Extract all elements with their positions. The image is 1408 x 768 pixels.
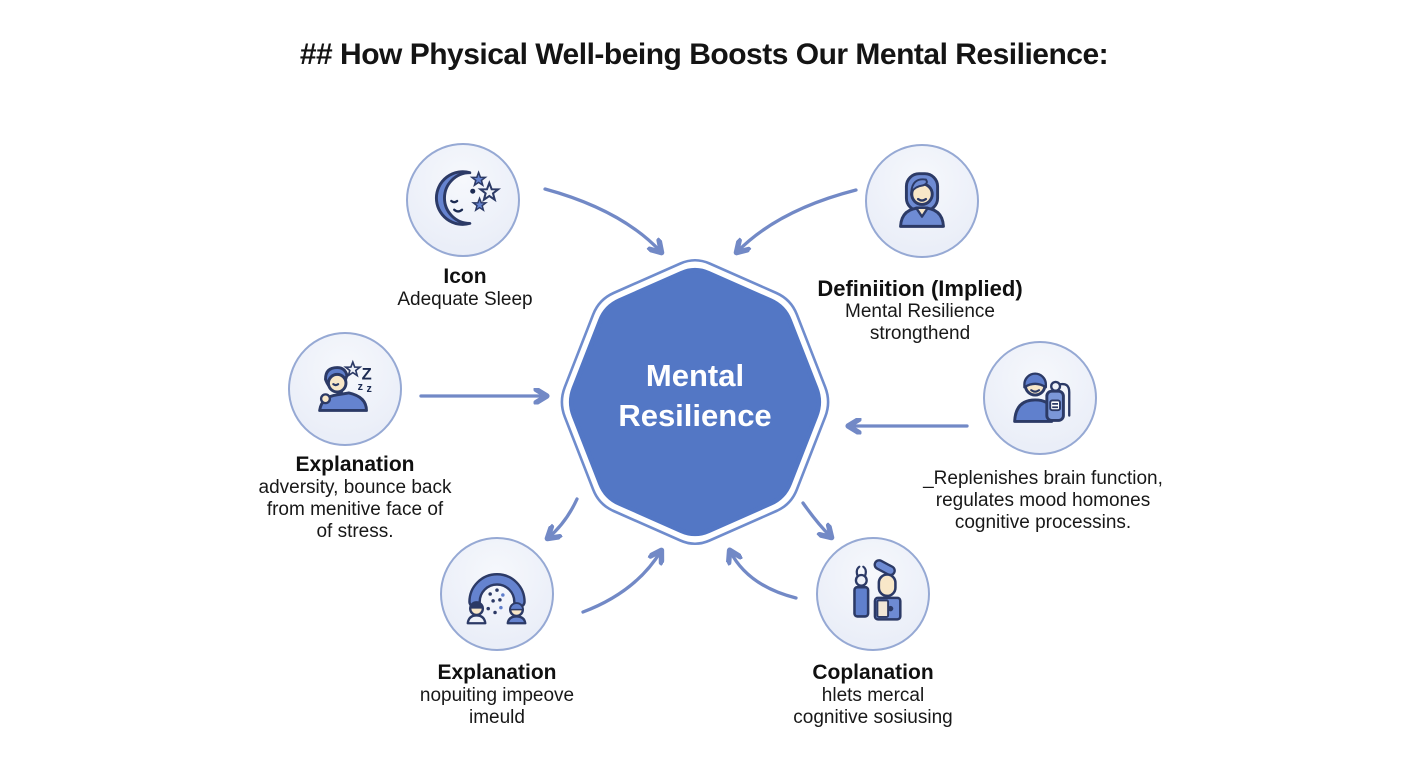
node-hydration-label: _Replenishes brain function, regulates m… bbox=[918, 468, 1168, 534]
node-definition-label: Definiition (Implied) Mental Resilience … bbox=[800, 277, 1040, 345]
central-label-line1: Mental bbox=[645, 358, 745, 393]
node-sleep-heading: Icon bbox=[443, 265, 487, 288]
node-hydration-line: _Replenishes brain function, bbox=[923, 468, 1163, 489]
arrow-exercise-to-center bbox=[730, 551, 798, 600]
node-rest-circle: Z z z bbox=[288, 332, 402, 446]
node-hydration-circle bbox=[983, 341, 1097, 455]
page-title: ## How Physical Well-being Boosts Our Me… bbox=[299, 38, 1109, 71]
node-definition-circle bbox=[865, 144, 979, 258]
central-node-label: Mental Resilience bbox=[545, 356, 845, 436]
node-sleep-label: Icon Adequate Sleep bbox=[365, 265, 565, 311]
node-exercise-circle bbox=[816, 537, 930, 651]
node-definition-heading: Definiition (Implied) bbox=[817, 276, 1023, 301]
node-hydration-line: regulates mood homones bbox=[935, 490, 1151, 511]
arrow-social-to-center bbox=[581, 551, 661, 614]
person-water-bottle-icon bbox=[1013, 372, 1071, 423]
node-social-label: Explanation nopuiting impeove imeuld bbox=[387, 661, 607, 729]
node-social-line: imeuld bbox=[469, 707, 525, 728]
woman-portrait-icon bbox=[899, 172, 945, 228]
node-exercise-label: Coplanation hlets mercal cognitive sosiu… bbox=[763, 661, 983, 729]
node-social-line: nopuiting impeove bbox=[419, 685, 575, 706]
node-definition-line: Mental Resilience bbox=[845, 301, 995, 322]
octagon-outline bbox=[560, 258, 830, 546]
node-rest-line: of stress. bbox=[316, 521, 394, 542]
node-sleep-circle bbox=[406, 143, 520, 257]
node-sleep-line: Adequate Sleep bbox=[397, 289, 533, 310]
sleeping-person-icon: Z z z bbox=[318, 361, 372, 412]
node-rest-line: from menitive face of bbox=[266, 499, 444, 520]
octagon-fill bbox=[568, 267, 822, 537]
node-hydration-line: cognitive processins. bbox=[954, 512, 1132, 533]
node-exercise-heading: Coplanation bbox=[812, 661, 934, 684]
svg-text:Z: Z bbox=[362, 364, 372, 383]
node-rest-heading: Explanation bbox=[295, 453, 415, 476]
node-definition-line: strongthend bbox=[869, 323, 971, 344]
node-exercise-line: cognitive sosiusing bbox=[793, 707, 953, 728]
central-octagon bbox=[560, 258, 830, 546]
central-label-line2: Resilience bbox=[618, 398, 772, 433]
node-rest-label: Explanation adversity, bounce back from … bbox=[240, 453, 470, 543]
arrow-definition-to-center bbox=[737, 188, 858, 252]
node-social-heading: Explanation bbox=[437, 661, 557, 684]
figures-equipment-icon bbox=[853, 559, 902, 621]
two-people-arc-icon bbox=[466, 573, 527, 625]
node-exercise-line: hlets mercal bbox=[821, 685, 925, 706]
node-social-circle bbox=[440, 537, 554, 651]
svg-text:z: z bbox=[358, 381, 363, 393]
arrow-sleep-to-center bbox=[543, 187, 661, 252]
moon-stars-icon bbox=[435, 170, 500, 226]
node-rest-line: adversity, bounce back bbox=[258, 477, 452, 498]
svg-text:z: z bbox=[366, 383, 371, 395]
